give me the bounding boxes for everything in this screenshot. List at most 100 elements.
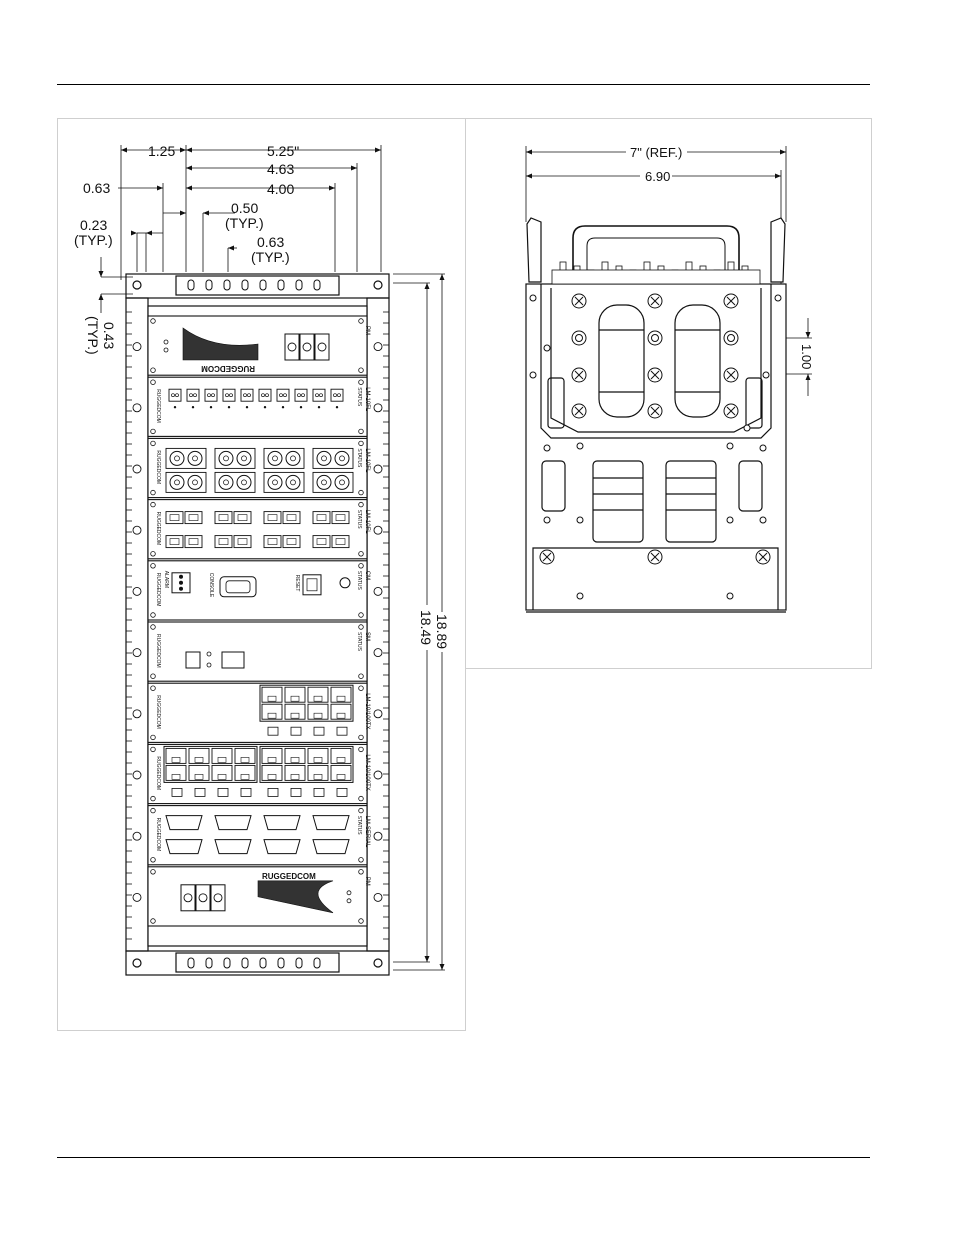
mounting-slot — [259, 957, 267, 969]
faceplate-screw — [358, 673, 364, 679]
db9-port — [214, 815, 252, 831]
lc-ferrule — [247, 393, 251, 398]
dim-0-63-typ: (TYP.) — [251, 249, 290, 265]
sc-ferrule — [286, 538, 297, 545]
ruggedcom-logo: RUGGEDCOM — [201, 364, 255, 373]
faceplate-screw — [150, 501, 156, 508]
led-indicator — [163, 339, 169, 345]
mounting-slot — [241, 279, 249, 291]
rj45-port — [165, 764, 187, 781]
thumbscrew-left — [132, 525, 142, 535]
faceplate-screw — [358, 795, 364, 802]
module-label: SM — [364, 632, 370, 641]
st-ferrule — [272, 455, 278, 462]
sc-ferrule — [218, 514, 229, 521]
lc-ferrule — [175, 393, 179, 398]
rj45-port — [330, 703, 352, 720]
thumbscrew-left — [132, 892, 142, 902]
lc-port — [204, 388, 218, 402]
thumbscrew-right — [373, 770, 383, 780]
st-ferrule — [321, 455, 327, 462]
front-dimension-texts: 1.25 5.25" 4.63 0.63 4.00 0.50 (TYP.) 0.… — [74, 143, 450, 649]
faceplate-screw — [358, 685, 364, 691]
mounting-slot — [313, 279, 321, 291]
lc-ferrule — [225, 393, 229, 398]
module-label: CM — [364, 571, 370, 580]
faceplate-screw — [358, 428, 364, 435]
faceplate-screw — [150, 807, 156, 814]
dim-0-43: 0.43 — [101, 322, 117, 349]
port-led — [281, 406, 285, 409]
module-label: PM — [364, 877, 370, 886]
module-label: PM — [364, 326, 370, 335]
port-led-box — [313, 726, 325, 736]
st-ferrule — [223, 455, 229, 462]
sc-ferrule — [316, 514, 327, 521]
mounting-hole — [576, 592, 584, 600]
sc-ferrule — [267, 538, 278, 545]
port-led — [227, 406, 231, 409]
sm-led — [206, 651, 212, 657]
mounting-hole — [726, 516, 734, 524]
module-brand: RUGGEDCOM — [155, 512, 161, 546]
port-led-box — [290, 726, 302, 736]
port-led-box — [267, 726, 279, 736]
faceplate-screw — [358, 501, 364, 508]
screw-slot — [574, 296, 584, 306]
faceplate-screw — [150, 489, 156, 496]
dim-0-43-typ: (TYP.) — [85, 316, 101, 355]
front-dimension-arrows — [98, 147, 445, 970]
mounting-hole — [726, 592, 734, 600]
ruggedcom-logo: RUGGEDCOM — [262, 872, 316, 881]
port-led — [191, 406, 195, 409]
ruggedcom-logo-wedge — [257, 880, 334, 914]
st-ferrule — [339, 479, 345, 486]
screw-slot — [574, 406, 584, 416]
mounting-hole — [576, 442, 584, 450]
module-label: LM-SERIAL — [364, 816, 370, 848]
side-screws — [529, 293, 782, 600]
side-top-connectors — [551, 261, 761, 285]
reset-label: RESET — [294, 575, 300, 592]
faceplate-screw — [358, 440, 364, 447]
side-dimension-lines — [525, 146, 812, 396]
dim-18-89: 18.89 — [434, 614, 450, 649]
thumbscrew-left — [132, 648, 142, 658]
faceplate-screw — [358, 807, 364, 814]
faceplate-screw — [150, 551, 156, 557]
lc-ferrule — [207, 393, 211, 398]
mounting-hole — [759, 516, 767, 524]
sc-ferrule — [316, 538, 327, 545]
dim-1-00: 1.00 — [799, 344, 814, 369]
port-led — [209, 406, 213, 409]
faceplate-screw — [150, 918, 156, 924]
lc-ferrule — [193, 393, 197, 398]
thumbscrew-left — [132, 770, 142, 780]
status-led — [339, 577, 351, 589]
mounting-hole — [774, 294, 782, 302]
lc-ferrule — [243, 393, 247, 398]
rj45-port — [330, 747, 352, 764]
sc-ferrule — [169, 538, 180, 545]
mounting-hole — [543, 516, 551, 524]
dim-18-49: 18.49 — [418, 610, 434, 645]
rj45-latch — [313, 695, 323, 702]
rj45-port — [307, 686, 329, 703]
screw-slot — [726, 296, 736, 306]
terminal-screw — [183, 893, 193, 903]
rj45-port — [284, 703, 306, 720]
rj45-port — [330, 686, 352, 703]
lc-port — [294, 388, 308, 402]
sc-ferrule — [188, 538, 199, 545]
db9-port — [263, 815, 301, 831]
faceplate-screw — [358, 367, 364, 373]
st-ferrule — [174, 455, 180, 462]
sc-ferrule — [335, 538, 346, 545]
sc-ferrule — [169, 514, 180, 521]
terminal-screw — [302, 342, 312, 352]
faceplate-screw — [150, 367, 156, 373]
faceplate-screw — [150, 612, 156, 618]
thumbscrew-right — [373, 831, 383, 841]
